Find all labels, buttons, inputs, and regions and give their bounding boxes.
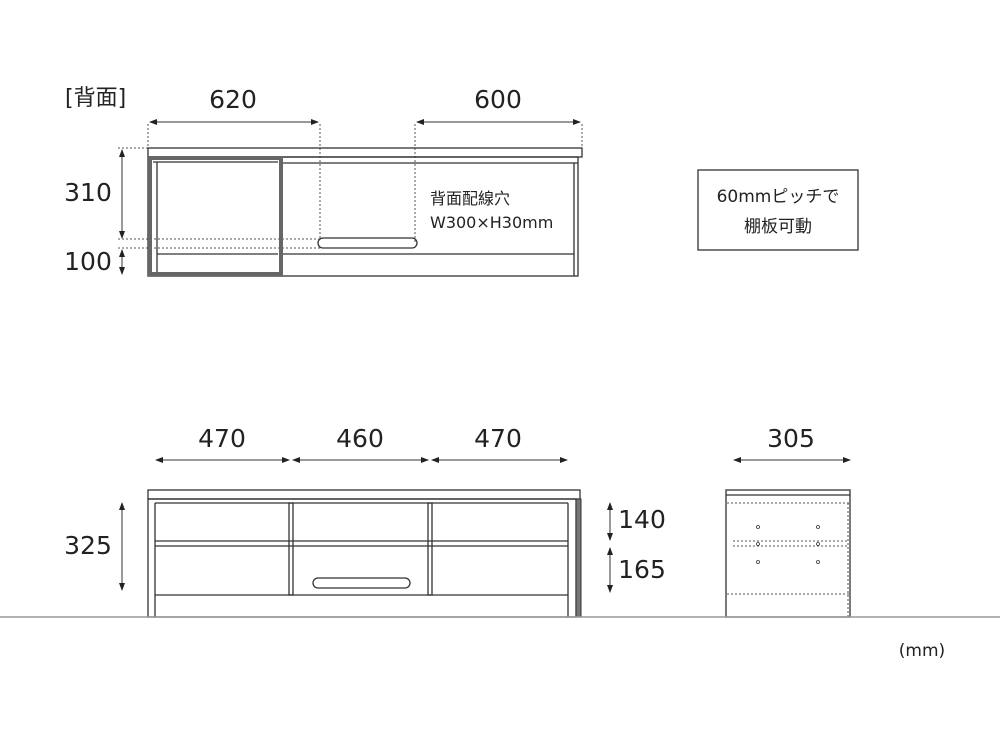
back-view-label: [背面] [65,86,126,111]
back-width-right-label: 600 [474,85,522,114]
wiring-hole-size: W300×H30mm [430,213,553,232]
note-line-2: 棚板可動 [744,217,812,237]
wiring-hole-title: 背面配線穴 [430,189,510,208]
back-height-lower-label: 100 [64,247,112,276]
front-height-upper-label: 140 [618,505,666,534]
shelf-note: 60mmピッチで 棚板可動 [697,169,859,251]
hidden-lines [727,502,849,617]
back-height-upper-label: 310 [64,178,112,207]
wiring-hole [317,237,418,249]
front-width-right-label: 470 [474,424,522,453]
front-cabinet [147,489,582,618]
front-width-left-label: 470 [198,424,246,453]
front-width-center-label: 460 [336,424,384,453]
note-line-1: 60mmピッチで [717,187,840,207]
back-view: [背面] 620 600 310 100 [64,85,583,277]
drawer-handle [312,577,411,589]
front-view: 470 460 470 325 140 165 [64,424,666,618]
side-depth-label: 305 [767,424,815,453]
side-view: 305 [725,424,851,618]
front-height-total-label: 325 [64,531,112,560]
front-height-lower-label: 165 [618,555,666,584]
unit-label: (mm) [899,641,945,661]
back-width-left-label: 620 [209,85,257,114]
shelf-pin-holes [756,525,820,564]
back-cabinet [147,147,583,277]
